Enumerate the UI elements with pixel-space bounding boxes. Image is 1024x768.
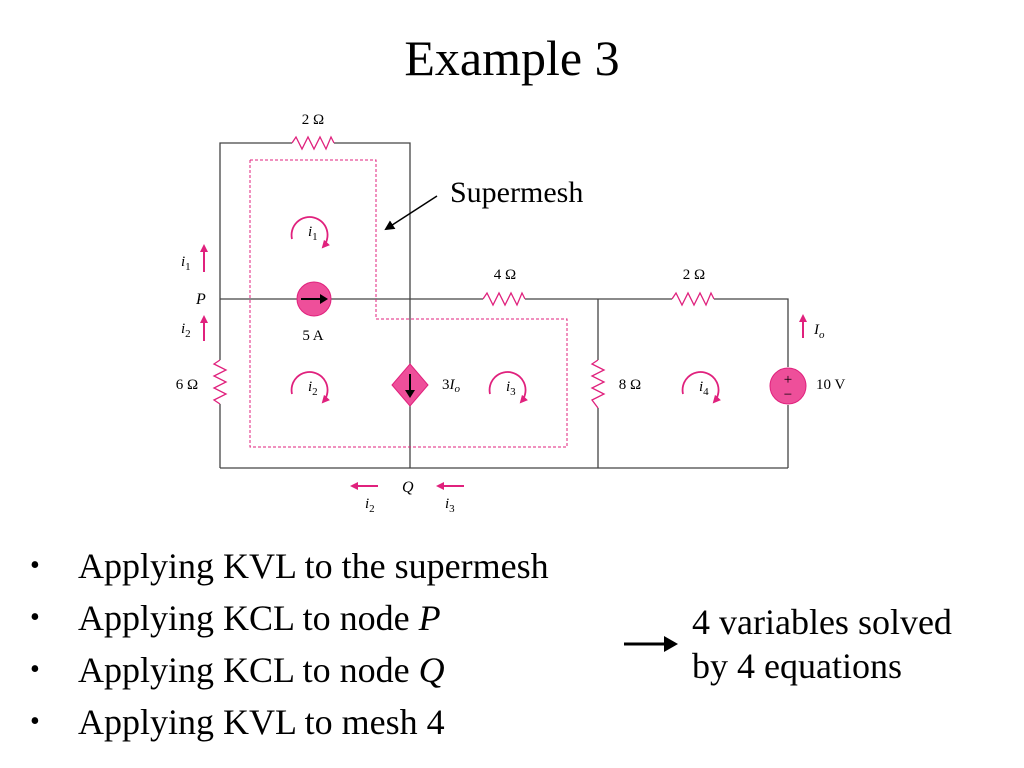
bullet-emph: Q <box>418 650 445 690</box>
dep-var: I <box>449 377 456 393</box>
minus-sign: − <box>784 387 792 403</box>
bullet-item: • Applying KCL to node Q <box>30 644 549 696</box>
resistor-2ohm-right: 2 Ω <box>671 267 715 307</box>
bullet-text: Applying KCL to node <box>78 650 419 690</box>
node-q-group: Q i2 i3 <box>350 479 464 515</box>
svg-text:i2: i2 <box>181 321 191 340</box>
bullet-marker: • <box>30 550 40 581</box>
bullet-text: Applying KVL to mesh 4 <box>78 702 445 742</box>
r-top-label: 2 Ω <box>302 112 324 128</box>
svg-text:i2: i2 <box>308 379 318 398</box>
bottom-right-sub: 3 <box>449 503 455 515</box>
io-sub: o <box>819 329 825 341</box>
resistor-4ohm: 4 Ω <box>482 267 526 307</box>
bullet-text: Applying KVL to the supermesh <box>78 546 549 586</box>
mesh-3-sub: 3 <box>510 386 516 398</box>
bullet-marker: • <box>30 706 40 737</box>
svg-text:i2: i2 <box>365 496 375 515</box>
svg-text:i1: i1 <box>308 224 318 243</box>
node-p-label: P <box>195 291 206 308</box>
conclusion-line-2: by 4 equations <box>692 646 902 686</box>
resistor-6ohm: 6 Ω <box>176 359 228 405</box>
mesh-labels: i1 i2 i3 i4 <box>308 224 709 398</box>
supermesh-callout: Supermesh <box>384 176 583 231</box>
svg-text:3Io: 3Io <box>442 377 461 395</box>
io-var: I <box>813 322 820 338</box>
conclusion-text: 4 variables solved by 4 equations <box>692 600 952 688</box>
io-arrow: Io <box>799 314 825 341</box>
resistor-2ohm-top: 2 Ω <box>291 112 335 151</box>
bullet-text: Applying KCL to node <box>78 598 419 638</box>
svg-text:i3: i3 <box>445 496 455 515</box>
left-lower-var: i <box>181 321 185 337</box>
wires <box>219 142 789 469</box>
resistor-8ohm: 8 Ω <box>590 359 641 409</box>
bullet-item: • Applying KVL to the supermesh <box>30 540 549 592</box>
svg-text:Io: Io <box>813 322 825 341</box>
dep-sub: o <box>455 383 461 395</box>
voltage-source-10v: + − 10 V <box>769 367 845 405</box>
r-left-label: 6 Ω <box>176 377 198 393</box>
mesh-arrows <box>290 216 721 404</box>
r-8-label: 8 Ω <box>619 377 641 393</box>
mesh-3-var: i <box>506 379 510 395</box>
bullet-item: • Applying KVL to mesh 4 <box>30 696 549 748</box>
plus-sign: + <box>784 372 792 388</box>
svg-text:i4: i4 <box>699 379 709 398</box>
conclusion-arrow <box>624 636 678 652</box>
svg-text:i3: i3 <box>506 379 516 398</box>
current-source-label: 5 A <box>302 328 323 344</box>
voltage-source-label: 10 V <box>816 377 845 393</box>
node-q-label: Q <box>402 479 414 496</box>
mesh-1-sub: 1 <box>312 231 318 243</box>
dependent-source-3io: 3Io <box>391 363 461 407</box>
r-mid-label: 4 Ω <box>494 267 516 283</box>
mesh-2-sub: 2 <box>312 386 318 398</box>
dep-gain: 3 <box>442 377 450 393</box>
mesh-4-sub: 4 <box>703 386 709 398</box>
r-right-label: 2 Ω <box>683 267 705 283</box>
supermesh-label: Supermesh <box>450 176 583 209</box>
bottom-left-sub: 2 <box>369 503 375 515</box>
bullet-list: • Applying KVL to the supermesh • Applying… <box>30 540 549 748</box>
bottom-left-var: i <box>365 496 369 512</box>
bullet-item: • Applying KCL to node P <box>30 592 549 644</box>
bullet-marker: • <box>30 602 40 633</box>
mesh-1-var: i <box>308 224 312 240</box>
branch-arrows-left: i1 i2 <box>181 244 208 341</box>
mesh-4-var: i <box>699 379 703 395</box>
bullet-emph: P <box>418 598 441 638</box>
svg-text:i1: i1 <box>181 254 191 273</box>
bottom-right-var: i <box>445 496 449 512</box>
left-lower-sub: 2 <box>185 328 191 340</box>
bullet-marker: • <box>30 654 40 685</box>
slide-title: Example 3 <box>404 30 620 86</box>
mesh-2-var: i <box>308 379 312 395</box>
conclusion-line-1: 4 variables solved <box>692 602 952 642</box>
current-source-5a: 5 A <box>296 281 332 344</box>
supermesh-boundary <box>249 159 568 448</box>
left-upper-sub: 1 <box>185 261 191 273</box>
left-upper-var: i <box>181 254 185 270</box>
